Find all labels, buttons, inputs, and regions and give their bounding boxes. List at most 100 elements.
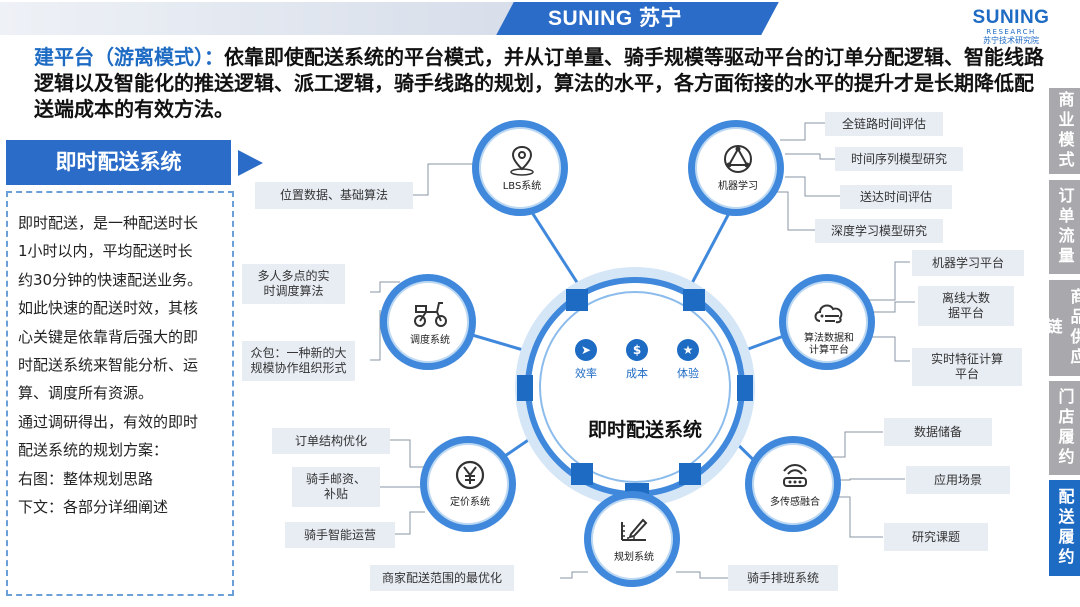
label-crowdsourcing: 众包：一种新的大 规模协作组织形式	[242, 341, 355, 381]
description-line: 通过调研得出，有效的即时	[18, 412, 199, 431]
yen-icon	[455, 460, 485, 490]
center-inner-ring: ➤ 效率 $ 成本 ★ 体验 即时配送系统	[539, 291, 731, 483]
node-algo-data-platform: 算法数据和 计算平台	[786, 281, 868, 363]
ring-notch	[683, 289, 705, 311]
ring-notch	[517, 375, 533, 401]
node-label: 机器学习	[718, 181, 758, 192]
label-offline-big-data: 离线大数 据平台	[918, 286, 1014, 326]
description-line: 即时配送，是一种配送时长	[18, 214, 199, 232]
side-tab-business-model[interactable]: 商业模式	[1049, 88, 1080, 174]
description-line: 1小时以内，平均配送时长	[18, 242, 193, 261]
label-line: 离线大数	[941, 291, 990, 305]
network-triangle-icon	[724, 145, 752, 173]
label-location-data: 位置数据、基础算法	[255, 182, 413, 209]
label-line: 补贴	[323, 487, 348, 501]
node-sensor-fusion: 多传感融合	[752, 443, 834, 525]
label-line: 骑手邮资、	[305, 472, 366, 486]
node-label-line: 算法数据和	[804, 333, 854, 344]
label-rider-pay: 骑手邮资、 补贴	[292, 467, 380, 507]
center-item-cost: $ 成本	[612, 339, 662, 381]
node-planning-system: 规划系统	[591, 498, 673, 580]
node-label: 定价系统	[450, 497, 490, 508]
section-arrow-icon	[238, 150, 263, 176]
ring-notch	[571, 463, 593, 485]
center-item-label: 成本	[626, 367, 648, 380]
node-label: 调度系统	[410, 335, 450, 346]
label-rider-operation: 骑手智能运营	[285, 522, 395, 548]
node-label: LBS系统	[502, 181, 542, 192]
label-line: 时调度算法	[263, 284, 324, 298]
label-deep-learning-model: 深度学习模型研究	[815, 219, 943, 243]
label-line: 多人多点的实	[257, 269, 330, 283]
ring-notch	[679, 463, 701, 485]
description-line: 心关键是依靠背后强大的即	[18, 327, 199, 346]
description-box: 即时配送，是一种配送时长 1小时以内，平均配送时长 约30分钟的快速配送业务。 …	[6, 191, 234, 596]
label-research-topics: 研究课题	[884, 523, 988, 551]
star-icon: ★	[677, 339, 699, 361]
logo-main-text: SUNING	[972, 7, 1050, 28]
section-title: 即时配送系统	[6, 140, 231, 185]
sensor-icon	[783, 464, 807, 487]
label-line: 平台	[954, 367, 979, 381]
label-merchant-range: 商家配送范围的最优化	[370, 565, 514, 591]
label-line: 众包：一种新的大	[250, 346, 347, 360]
headline-text: 依靠即使配送系统的平台模式，并从订单量、骑手规模等驱动平台的订单分配逻辑、智能线…	[34, 45, 1044, 121]
node-pricing-system: 定价系统	[427, 443, 509, 525]
center-item-efficiency: ➤ 效率	[561, 339, 611, 381]
page-headline: 建平台（游离模式）：依靠即使配送系统的平台模式，并从订单量、骑手规模等驱动平台的…	[34, 44, 1044, 122]
ruler-pen-icon	[621, 518, 648, 541]
header-band: SUNING 苏宁	[0, 0, 1080, 38]
suning-research-logo: SUNING RESEARCH 苏宁技术研究院	[968, 8, 1054, 46]
node-machine-learning: 机器学习	[695, 127, 777, 209]
dollar-icon: $	[626, 339, 648, 361]
rocket-icon: ➤	[575, 339, 597, 361]
cloud-data-icon	[814, 304, 843, 324]
ring-notch	[566, 289, 588, 311]
label-order-structure: 订单结构优化	[272, 428, 390, 454]
description-line: 下文：各部分详细阐述	[18, 498, 169, 517]
node-dispatch-system: 调度系统	[387, 281, 469, 363]
logo-sub-text: RESEARCH	[986, 28, 1036, 36]
node-lbs-system: LBS系统	[479, 127, 561, 209]
delivery-system-diagram: ➤ 效率 $ 成本 ★ 体验 即时配送系统 LBS系统	[242, 112, 1045, 607]
node-label: 多传感融合	[770, 497, 820, 508]
center-item-experience: ★ 体验	[663, 339, 713, 381]
side-tab-order-traffic[interactable]: 订单流量	[1049, 180, 1080, 274]
center-item-label: 体验	[677, 367, 699, 380]
headline-key: 建平台（游离模式）：	[34, 45, 224, 69]
label-delivery-time-eval: 送达时间评估	[840, 185, 952, 209]
label-ml-platform: 机器学习平台	[912, 250, 1024, 276]
description-line: 如此快速的配送时效，其核	[18, 299, 199, 318]
label-data-reserve: 数据储备	[884, 418, 992, 446]
map-pin-icon	[510, 145, 534, 176]
label-multi-point-dispatch: 多人多点的实 时调度算法	[242, 264, 345, 304]
side-tab-supply-chain[interactable]: 商品供应链	[1044, 280, 1080, 376]
scooter-icon	[414, 302, 447, 327]
ring-notch	[625, 483, 649, 497]
label-realtime-feature: 实时特征计算 平台	[912, 348, 1022, 386]
side-tab-delivery-fulfillment[interactable]: 配送履约	[1049, 480, 1080, 576]
label-full-chain-time: 全链路时间评估	[825, 112, 943, 136]
label-rider-schedule: 骑手排班系统	[728, 565, 838, 591]
label-line: 据平台	[947, 306, 984, 320]
node-label: 规划系统	[614, 552, 654, 563]
description-line: 配送系统的规划方案：	[18, 441, 169, 460]
header-band-text: SUNING 苏宁	[548, 7, 683, 30]
center-item-label: 效率	[575, 367, 597, 380]
node-label-line: 计算平台	[809, 345, 849, 356]
label-time-series-model: 时间序列模型研究	[835, 147, 963, 171]
label-line: 实时特征计算	[930, 352, 1003, 366]
description-line: 右图：整体规划思路	[18, 469, 154, 488]
node-label: 算法数据和 计算平台	[790, 333, 868, 357]
side-tab-store-fulfillment[interactable]: 门店履约	[1049, 381, 1080, 475]
description-line: 约30分钟的快速配送业务。	[18, 270, 203, 289]
description-line: 时配送系统来智能分析、运	[18, 356, 199, 375]
label-application-scenarios: 应用场景	[906, 466, 1010, 494]
logo-cn-text: 苏宁技术研究院	[983, 36, 1039, 45]
ring-notch	[737, 375, 753, 401]
header-band-light	[0, 2, 520, 35]
center-system: ➤ 效率 $ 成本 ★ 体验 即时配送系统	[517, 277, 753, 497]
description-line: 算、调度所有资源。	[18, 384, 154, 403]
center-title: 即时配送系统	[587, 419, 702, 441]
label-line: 规模协作组织形式	[250, 361, 347, 375]
